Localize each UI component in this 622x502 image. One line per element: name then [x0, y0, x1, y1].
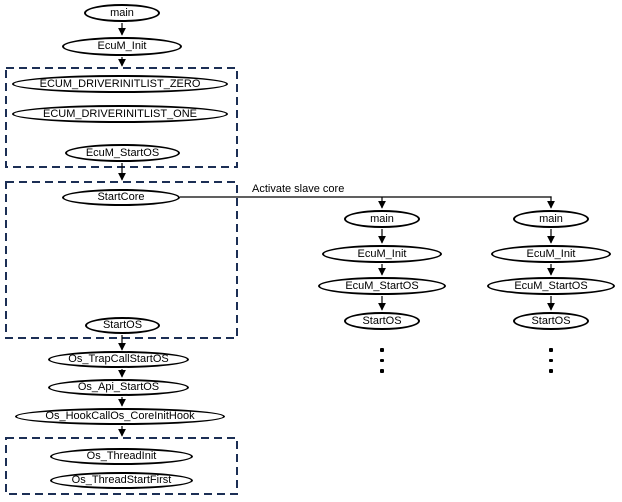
node-os-trapcallstartos: Os_TrapCallStartOS: [48, 351, 189, 368]
node-main-slave1: main: [344, 210, 420, 228]
node-ecum-startos-master: EcuM_StartOS: [65, 144, 180, 162]
group-box-os-thread: [5, 437, 238, 495]
node-startos-slave1: StartOS: [344, 312, 420, 330]
node-startcore: StartCore: [62, 189, 180, 206]
node-ecum-startos-slave1: EcuM_StartOS: [318, 277, 446, 295]
node-os-threadinit: Os_ThreadInit: [50, 448, 193, 465]
continuation-dots-icon: [380, 348, 384, 373]
node-ecum-driverinitlist-one: ECUM_DRIVERINITLIST_ONE: [12, 105, 228, 123]
node-os-api-startos: Os_Api_StartOS: [48, 379, 189, 396]
node-ecum-startos-slave2: EcuM_StartOS: [487, 277, 615, 295]
continuation-dots-icon: [549, 348, 553, 373]
node-ecum-init-slave1: EcuM_Init: [322, 245, 442, 263]
node-os-threadstartfirst: Os_ThreadStartFirst: [50, 472, 193, 489]
node-startos-slave2: StartOS: [513, 312, 589, 330]
node-main-slave2: main: [513, 210, 589, 228]
node-os-hookcallos-coreinithook: Os_HookCallOs_CoreInitHook: [15, 408, 225, 425]
group-box-start-core-os: [5, 181, 238, 339]
node-ecum-init-slave2: EcuM_Init: [491, 245, 611, 263]
edge-label-activate-slave-core: Activate slave core: [252, 183, 345, 195]
node-ecum-init-master: EcuM_Init: [62, 37, 182, 56]
node-main-master: main: [84, 4, 160, 22]
node-ecum-driverinitlist-zero: ECUM_DRIVERINITLIST_ZERO: [12, 75, 228, 93]
node-startos-master: StartOS: [85, 317, 160, 334]
